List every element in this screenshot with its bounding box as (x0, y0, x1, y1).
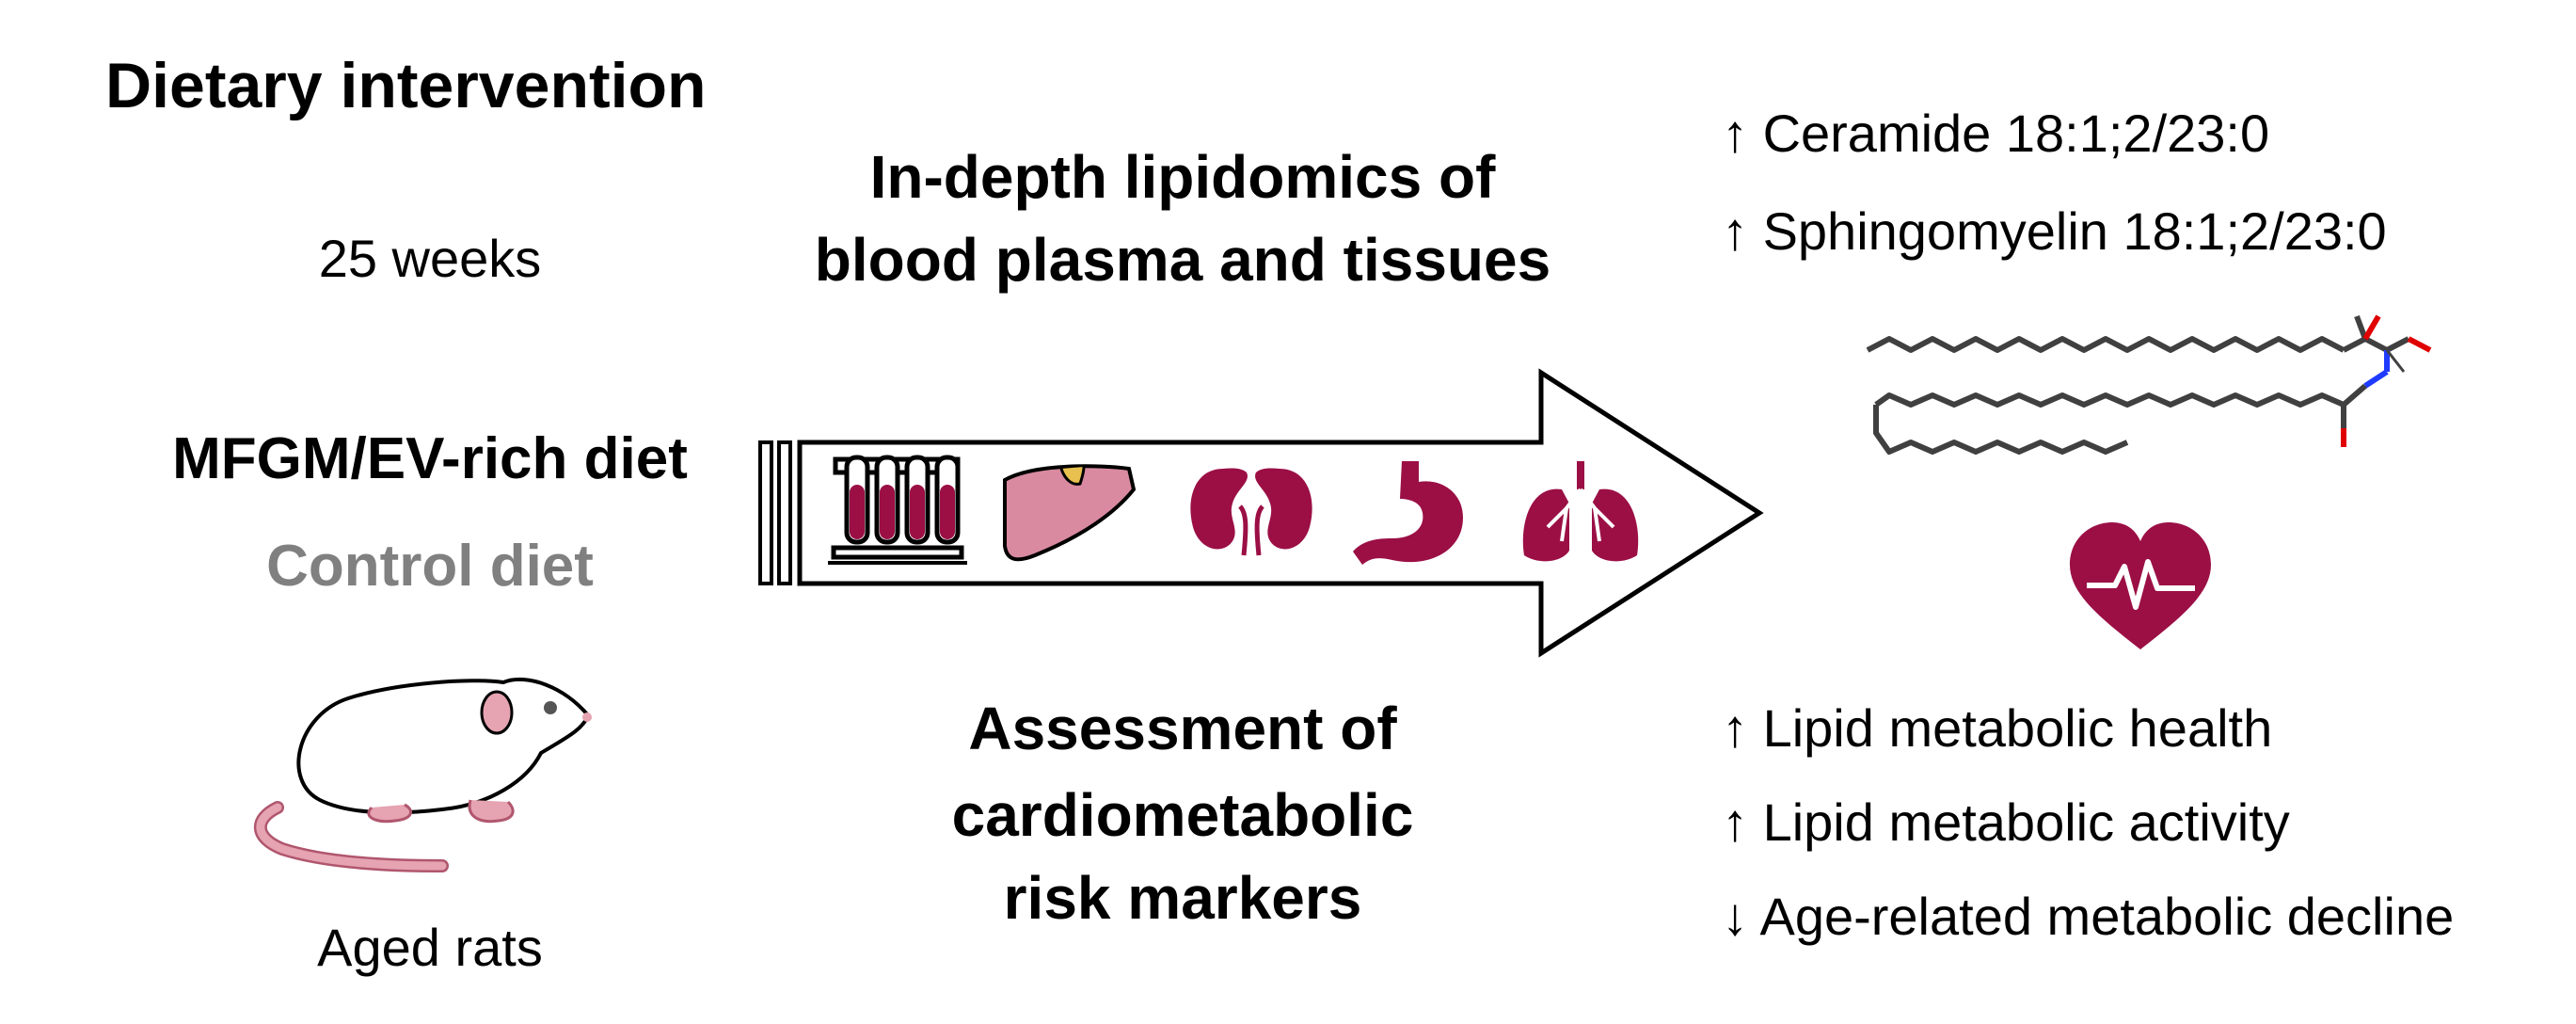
lipid-marker-1: ↑ Ceramide 18:1;2/23:0 (1722, 104, 2269, 164)
up-arrow-icon: ↑ (1722, 104, 1748, 163)
rat-icon (253, 677, 592, 872)
subject-label: Aged rats (317, 918, 543, 977)
lungs-icon (1522, 461, 1639, 562)
lipid-structure-icon (1866, 314, 2432, 455)
lipidomics-line2: blood plasma and tissues (814, 226, 1551, 294)
assessment-line3: risk markers (1003, 864, 1362, 932)
outcome-3-text: Age-related metabolic decline (1759, 887, 2455, 946)
outcome-2-text: Lipid metabolic activity (1762, 792, 2290, 852)
outcome-1: ↑ Lipid metabolic health (1722, 698, 2272, 759)
stomach-icon (1353, 461, 1463, 565)
outcome-3: ↓ Age-related metabolic decline (1722, 887, 2454, 947)
up-arrow-icon: ↑ (1722, 201, 1748, 261)
lipid-marker-1-text: Ceramide 18:1;2/23:0 (1762, 104, 2270, 163)
heart-pulse-icon (2070, 522, 2211, 649)
duration-label: 25 weeks (318, 229, 542, 288)
test-tubes-icon (828, 455, 967, 565)
outcome-1-text: Lipid metabolic health (1762, 698, 2273, 758)
up-arrow-icon: ↑ (1722, 698, 1748, 758)
lipid-marker-2-text: Sphingomyelin 18:1;2/23:0 (1762, 201, 2387, 261)
dietary-intervention-title: Dietary intervention (105, 50, 707, 121)
lipidomics-line1: In-depth lipidomics of (869, 143, 1496, 211)
kidneys-icon (1190, 468, 1312, 556)
assessment-line2: cardiometabolic (951, 781, 1414, 849)
liver-icon (1003, 464, 1137, 562)
down-arrow-icon: ↓ (1722, 887, 1748, 946)
outcome-2: ↑ Lipid metabolic activity (1722, 792, 2290, 853)
lipid-marker-2: ↑ Sphingomyelin 18:1;2/23:0 (1722, 201, 2387, 262)
diet-control-label: Control diet (266, 534, 594, 599)
up-arrow-icon: ↑ (1722, 792, 1748, 852)
assessment-line1: Assessment of (968, 695, 1397, 762)
diet-mfgm-label: MFGM/EV-rich diet (172, 426, 688, 491)
